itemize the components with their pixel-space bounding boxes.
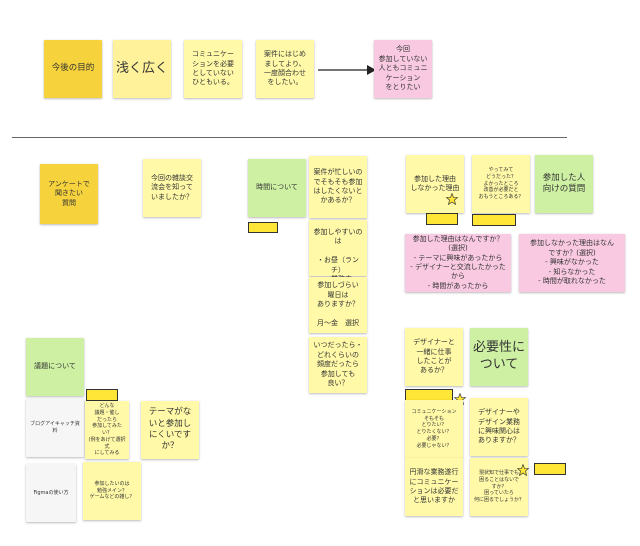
note-non-participants[interactable]: 今回 参加していない 人ともコミュニ ケーション をとりたい — [374, 40, 432, 98]
section-divider — [12, 137, 567, 138]
note-no-comm-needed[interactable]: コミュニケー ションを必要 としていない ひともいる。 — [184, 40, 242, 98]
note-why-not-joined[interactable]: 参加しなかった理由はなん ですか？(選択) - 興味がなかった - 知らなかった… — [519, 234, 625, 292]
note-figma-usage[interactable]: Figmaの使い方 — [26, 464, 76, 522]
note-necessity[interactable]: 必要性に ついて — [470, 328, 528, 386]
note-shallow-wide[interactable]: 浅く広く — [113, 40, 171, 98]
note-first-meeting[interactable]: 案件にはじめ ましてより、 一度顔合わせ をしたい。 — [256, 40, 314, 98]
note-knew-event[interactable]: 今回の雑談交 流会を知って いましたか？ — [143, 159, 201, 217]
note-why-joined[interactable]: 参加した理由はなんですか？(選択) - テーマに興味があったから - デザイナー… — [405, 234, 511, 292]
note-hard-day[interactable]: 参加しづらい 曜日は ありますか？ 月〜金 選択 — [309, 277, 367, 333]
label-tag[interactable] — [86, 389, 118, 401]
note-trouble-now[interactable]: 現状知で仕事でも 困ることはないで すか？ 困っていたら 何に困るでしょうか？ — [470, 458, 528, 516]
note-about-topic[interactable]: 議題について — [26, 338, 84, 396]
note-future-purpose[interactable]: 今後の目的 — [44, 40, 102, 98]
note-about-time[interactable]: 時間について — [248, 159, 306, 217]
note-blog-eyecatch[interactable]: ブログアイキャッチ資料 — [26, 399, 84, 457]
note-join-reason[interactable]: 参加した理由 しなかった理由 — [406, 155, 464, 213]
note-interest[interactable]: デザイナーや デザイン業務 に興味関心は ありますか？ — [470, 398, 528, 456]
star-icon — [517, 464, 529, 476]
label-tag[interactable] — [426, 213, 458, 225]
note-want-comm[interactable]: コミュニケーション そもそも とりたい？ とりたくない？ 必要？ 必要じゃない？ — [405, 400, 463, 458]
note-worked-with[interactable]: デザイナーと 一緒に仕事 したことが あるか？ — [405, 328, 463, 386]
note-frequency[interactable]: いつだったら・ どれくらいの 頻度だったら 参加しても 良い？ — [309, 337, 367, 393]
note-how-was-it[interactable]: やってみて どうだった？ よかったところ 改善が必要だと おもうところある？ — [472, 155, 530, 213]
note-for-joined[interactable]: 参加した人 向けの質問 — [535, 155, 593, 213]
note-busy-project[interactable]: 案件が忙しいの でそもそも参加 はしたくないと かあるか？ — [309, 156, 367, 218]
star-icon — [446, 193, 458, 205]
arrow-right-icon — [318, 65, 376, 75]
note-want-study[interactable]: 参加したいのは 勉強メイン？ ゲームなどの雑し？ — [83, 462, 141, 520]
label-tag[interactable] — [472, 214, 516, 226]
label-tag[interactable] — [248, 222, 278, 233]
note-smooth-work[interactable]: 円滑な業務遂行 にコミュニケー ションは必要だ と思いますか — [405, 458, 463, 516]
note-survey-questions[interactable]: アンケートで 聞きたい 質問 — [40, 164, 98, 224]
label-tag[interactable] — [534, 463, 566, 475]
note-no-theme[interactable]: テーマがな いと参加し にくいです か？ — [141, 401, 199, 459]
note-try-topic[interactable]: どんな 議題・催し だったら 参加してみたい？ (例をあげて選択式 にしてみる — [85, 401, 129, 459]
note-easy-time[interactable]: 参加しやすいのは ・お昼（ランチ） ・業務中 ・業務後 — [309, 220, 367, 293]
